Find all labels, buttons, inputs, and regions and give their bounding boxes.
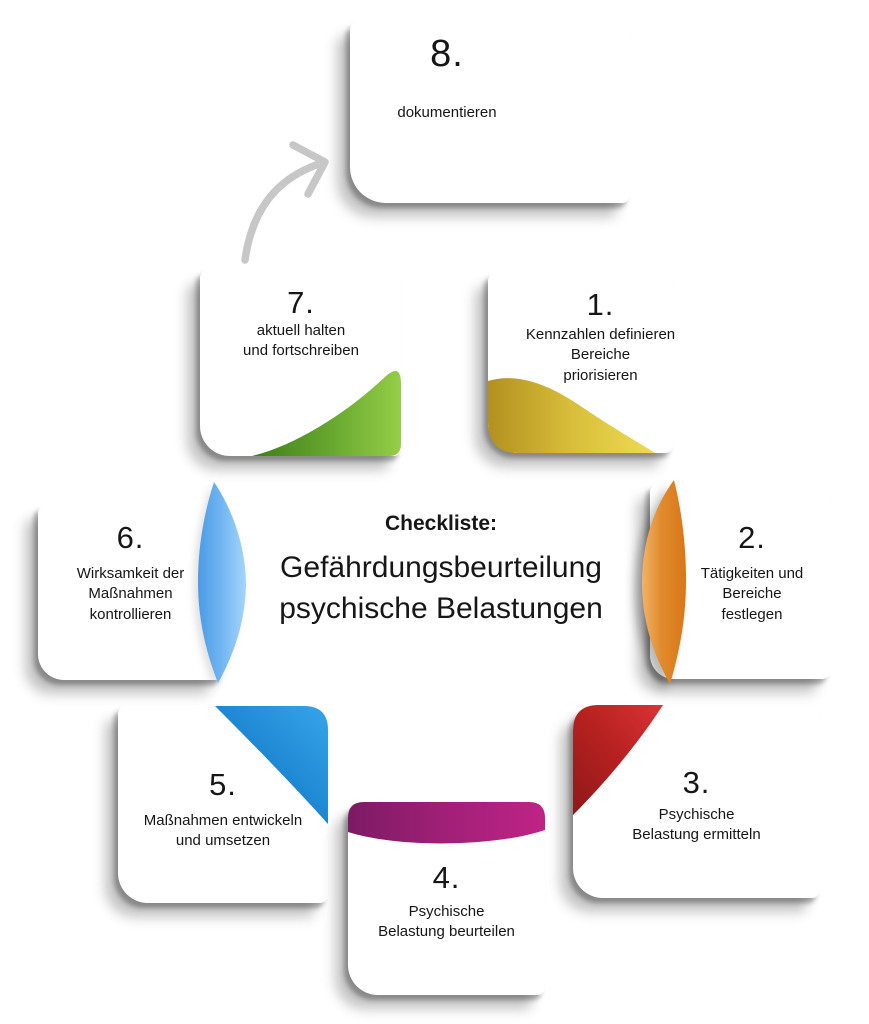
step-4-label-line: Belastung beurteilen xyxy=(378,923,515,941)
step-7-number: 7. xyxy=(287,285,315,320)
step-3-number: 3. xyxy=(682,765,711,800)
arrow-shaft xyxy=(241,161,320,264)
step-5-content: 5. Maßnahmen entwickeln und umsetzen xyxy=(118,706,328,852)
step-card-5: 5. Maßnahmen entwickeln und umsetzen xyxy=(118,706,328,903)
step-6-content: 6. Wirksamkeit der Maßnahmen kontrollier… xyxy=(38,505,223,626)
step-card-8: 8. dokumentieren xyxy=(350,22,630,203)
step-card-1: 1. Kennzahlen definieren Bereiche priori… xyxy=(488,273,675,453)
step-4-number: 4. xyxy=(432,860,461,895)
step-2-label-line: festlegen xyxy=(721,606,783,624)
step-6-label-line: Wirksamkeit der xyxy=(76,564,185,582)
step-2-arc-orange xyxy=(642,480,686,684)
diagram-title-kicker: Checkliste: xyxy=(384,512,498,535)
step-card-6: 6. Wirksamkeit der Maßnahmen kontrollier… xyxy=(38,505,223,680)
diagram-title-line1: Gefährdungsbeurteilung xyxy=(280,551,602,584)
step-1-content: 1. Kennzahlen definieren Bereiche priori… xyxy=(508,273,693,387)
step-5-label-line: Maßnahmen entwickeln xyxy=(143,811,303,829)
step-1-label-line: Bereiche xyxy=(570,346,631,364)
arrow-head xyxy=(289,141,329,198)
step-3-label-line: Psychische xyxy=(658,805,735,823)
step-4-arc-magenta xyxy=(348,802,545,844)
step-6-number: 6. xyxy=(116,520,145,555)
step-card-4: 4. Psychische Belastung beurteilen xyxy=(348,802,545,995)
step-2-number: 2. xyxy=(738,520,766,555)
step-1-label-line: Kennzahlen definieren xyxy=(525,325,676,343)
step-1-arc-yellow xyxy=(488,378,655,453)
step-7-label-line: und fortschreiben xyxy=(243,342,359,360)
step-card-3: 3. Psychische Belastung ermitteln xyxy=(573,705,820,898)
step-3-label-line: Belastung ermitteln xyxy=(632,826,761,844)
step-6-arc-lightblue xyxy=(198,482,246,683)
step-4-label-line: Psychische xyxy=(408,902,485,920)
step-6-label-line: kontrollieren xyxy=(89,606,172,624)
step-6-label-line: Maßnahmen xyxy=(88,585,173,603)
step-1-number: 1. xyxy=(586,287,615,322)
step-1-label-line: priorisieren xyxy=(563,367,638,385)
step-8-label: dokumentieren xyxy=(397,103,497,121)
step-3-content: 3. Psychische Belastung ermitteln xyxy=(573,705,820,846)
diagram-title: Checkliste: Gefährdungsbeurteilung psych… xyxy=(241,512,641,629)
diagram-title-line2: psychische Belastungen xyxy=(279,592,603,626)
step-7-label-line: aktuell halten xyxy=(256,321,346,339)
step-5-label-line: und umsetzen xyxy=(175,832,271,850)
step-3-arc-red xyxy=(573,705,663,815)
step-8-number: 8. xyxy=(430,33,464,75)
step-4-content: 4. Psychische Belastung beurteilen xyxy=(348,802,545,943)
step-7-content: 7. aktuell halten und fortschreiben xyxy=(200,270,402,362)
step-5-arc-blue xyxy=(215,706,328,824)
step-5-number: 5. xyxy=(209,767,237,802)
step-8-content: 8. dokumentieren xyxy=(350,22,544,123)
step-7-arc-green xyxy=(252,371,401,456)
step-2-label-line: Tätigkeiten und xyxy=(700,564,804,582)
step-card-7: 7. aktuell halten und fortschreiben xyxy=(200,270,402,456)
step-2-label-line: Bereiche xyxy=(722,585,782,603)
cycle-arrow-icon xyxy=(241,141,329,264)
step-2-content: 2. Tätigkeiten und Bereiche festlegen xyxy=(662,484,842,626)
